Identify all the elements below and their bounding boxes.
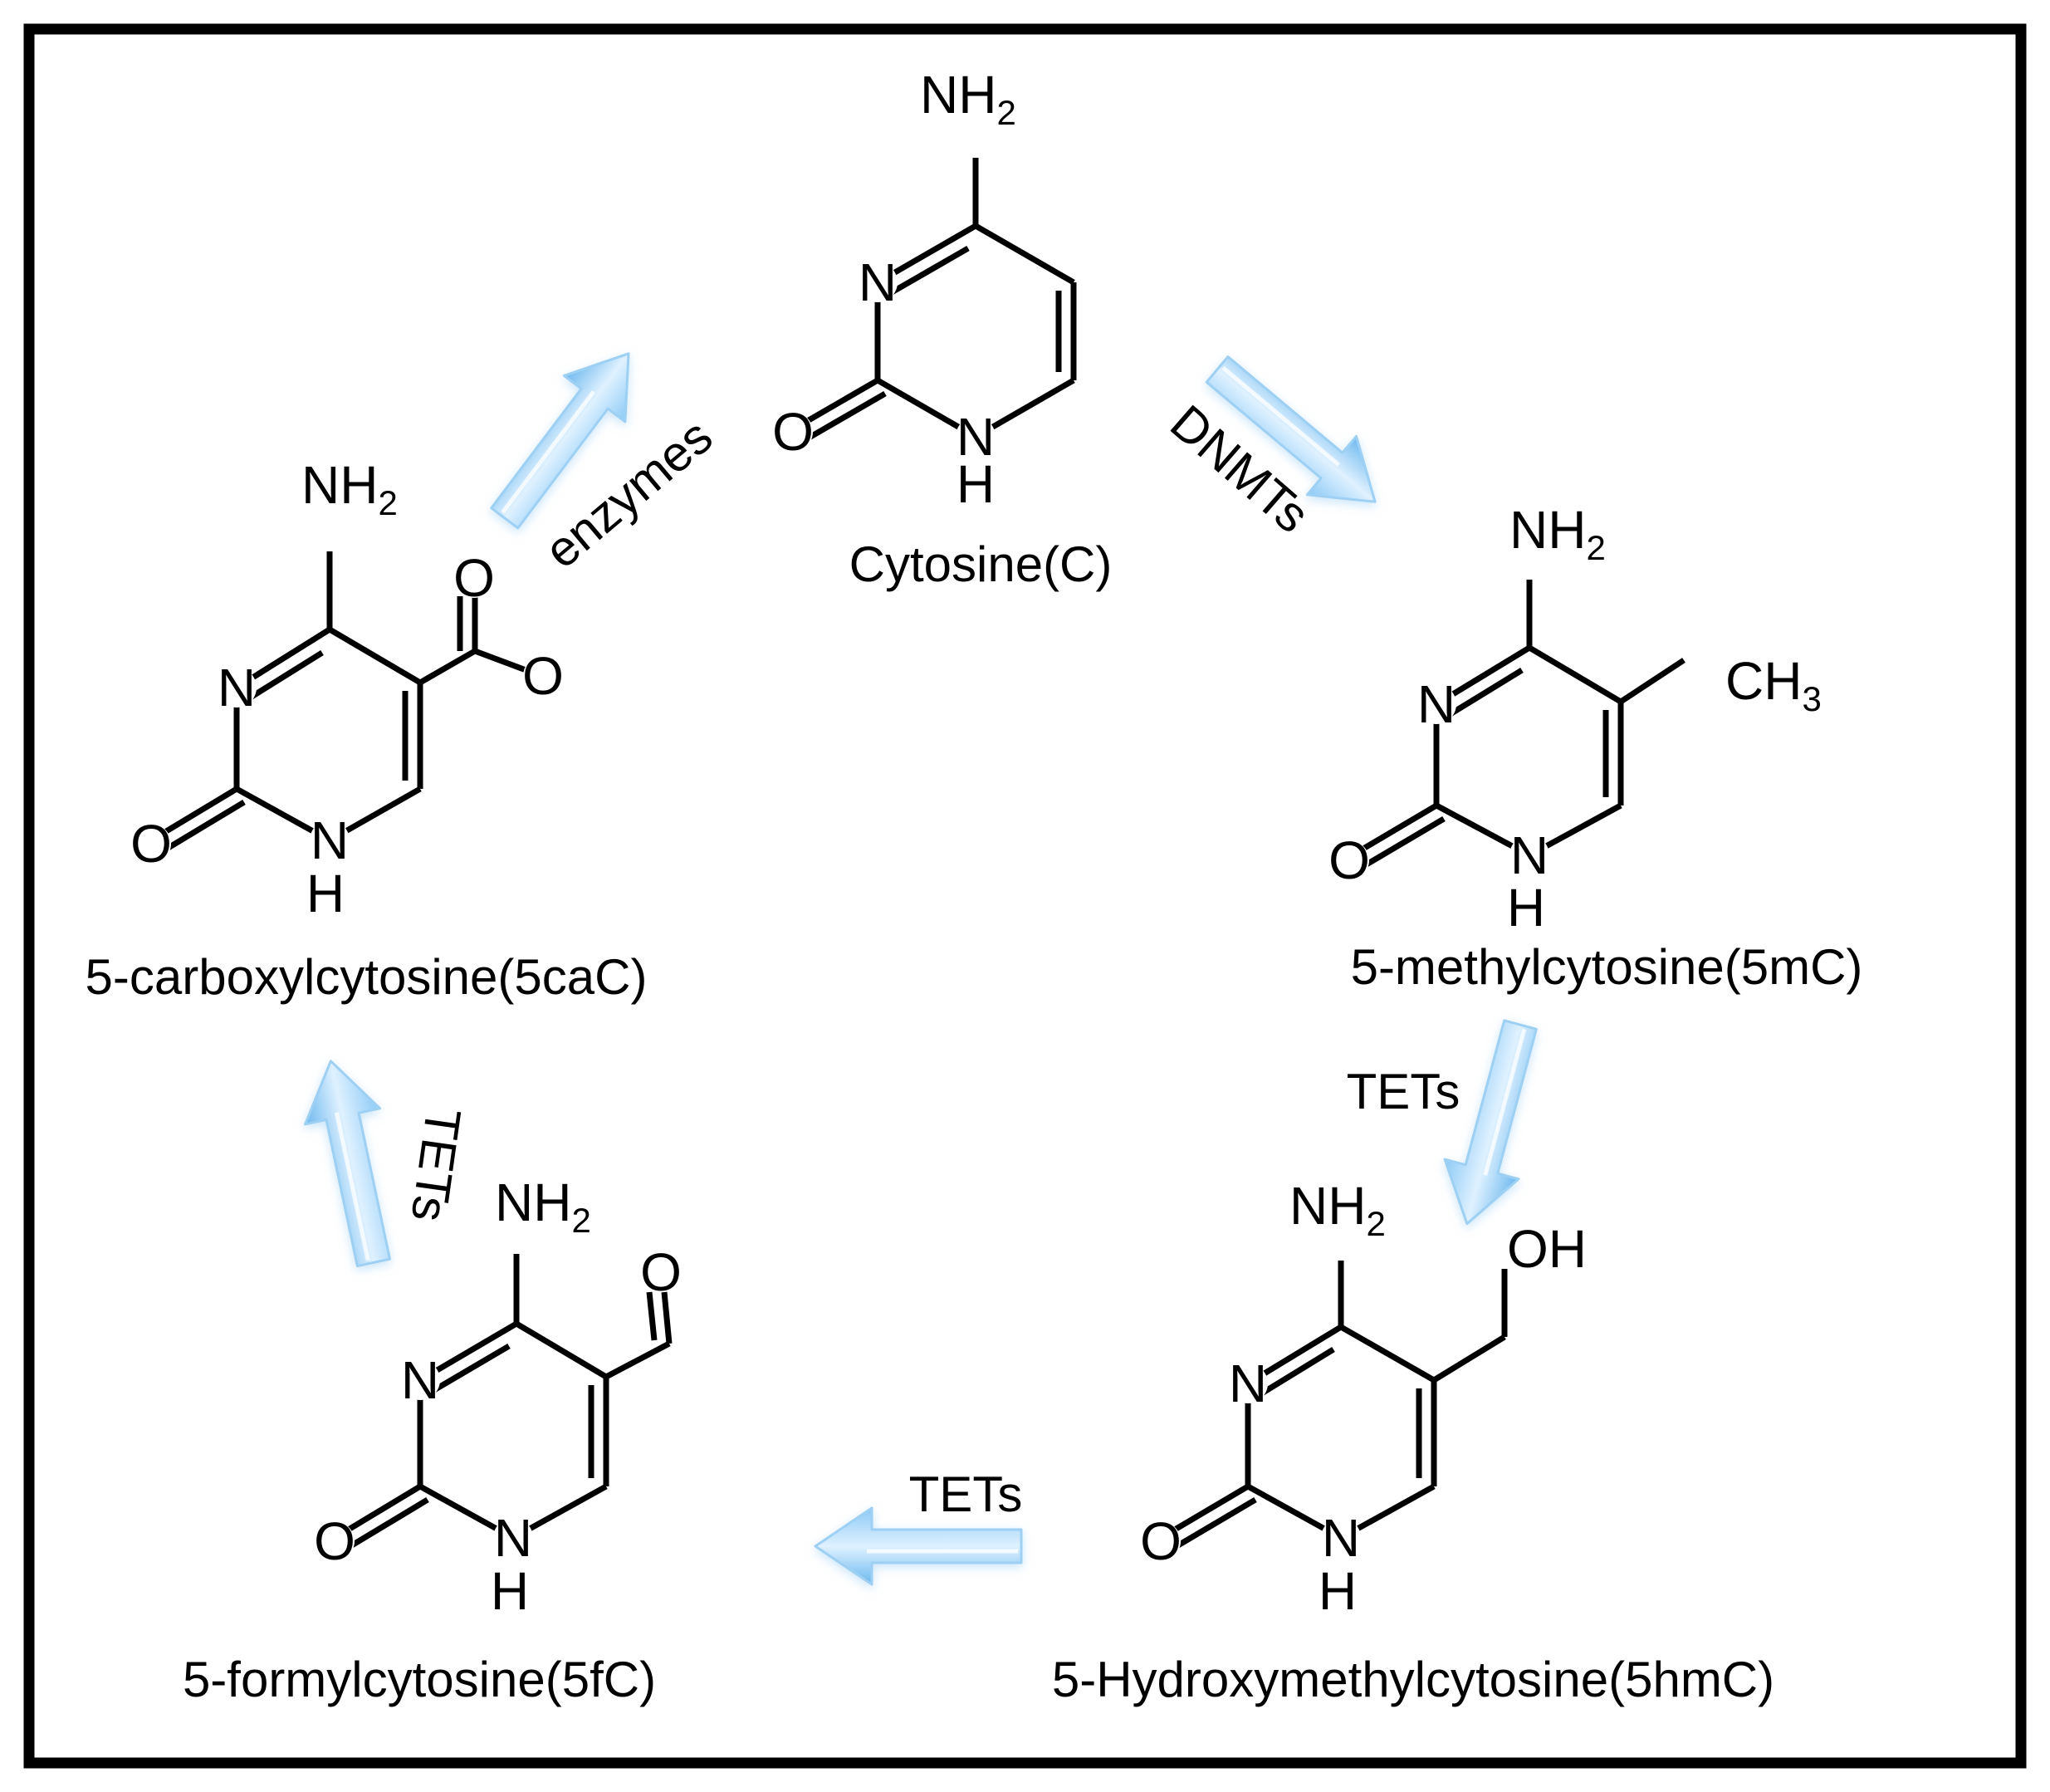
5mc-nh2-label: NH2 [1509, 500, 1606, 567]
5cac-carbonyl-o-label: O [453, 548, 495, 608]
cytosine-nh2-label: NH2 [920, 65, 1016, 132]
5mc-o-label: O [1328, 830, 1370, 890]
5-methylcytosine-name: 5-methylcytosine(5mC) [1351, 939, 1863, 995]
enzyme-label-tets-3: TETs [401, 1105, 472, 1226]
5cac-o-label: O [130, 814, 172, 874]
5fc-o-label: O [314, 1511, 355, 1571]
arrow-5mc-to-5hmc [1430, 1015, 1557, 1233]
5-carboxylcytosine-name: 5-carboxylcytosine(5caC) [86, 949, 648, 1005]
5cac-n3-label: N [218, 658, 256, 717]
5fc-nh2-label: NH2 [495, 1173, 591, 1240]
arrow-5fc-to-5cac [293, 1053, 411, 1271]
5mc-h-label: H [1507, 878, 1545, 938]
cytosine-name: Cytosine(C) [849, 536, 1113, 592]
cytosine-h-label: H [957, 454, 995, 514]
diagram-border [23, 23, 2027, 1769]
molecule-5-hydroxymethylcytosine: NH2 OH N N H O 5-Hydroxymethylcytosine(5… [1052, 1176, 1774, 1707]
molecule-5-methylcytosine: NH2 CH3 N N H O 5-methylcytosine(5mC) [1328, 500, 1862, 995]
cytosine-n1-label: N [957, 407, 995, 467]
5fc-aldehyde-o-label: O [640, 1242, 682, 1302]
molecule-cytosine: NH2 N N H O Cytosine(C) [772, 65, 1112, 592]
5fc-h-label: H [491, 1561, 529, 1621]
5cac-hydroxyl-o-label: O [522, 646, 564, 706]
5fc-n3-label: N [401, 1350, 439, 1410]
5cac-n1-label: N [311, 810, 349, 870]
5mc-n1-label: N [1510, 825, 1549, 885]
5cac-nh2-label: NH2 [301, 455, 398, 522]
5hmc-o-label: O [1140, 1511, 1182, 1571]
5cac-h-label: H [306, 864, 345, 923]
5hmc-n1-label: N [1322, 1508, 1360, 1568]
5fc-n1-label: N [494, 1508, 532, 1568]
5mc-ch3-label: CH3 [1725, 651, 1822, 718]
molecule-5-formylcytosine: NH2 O N N H O 5-formylcytosine(5fC) [183, 1173, 682, 1707]
5hmc-n3-label: N [1229, 1354, 1267, 1413]
5hmc-oh-label: OH [1507, 1219, 1587, 1279]
5hmc-nh2-label: NH2 [1289, 1176, 1386, 1243]
cytosine-o-label: O [772, 402, 814, 462]
enzyme-label-tets-2: TETs [909, 1466, 1023, 1522]
5mc-n3-label: N [1417, 674, 1456, 734]
enzyme-label-tets-1: TETs [1347, 1064, 1460, 1119]
cytosine-n3-label: N [859, 252, 897, 312]
5hmc-h-label: H [1319, 1561, 1357, 1621]
5-hydroxymethylcytosine-name: 5-Hydroxymethylcytosine(5hmC) [1052, 1652, 1774, 1707]
5-formylcytosine-name: 5-formylcytosine(5fC) [183, 1652, 656, 1707]
molecule-5-carboxylcytosine: NH2 O O N N H O 5-carboxylcytosine(5caC) [86, 455, 648, 1005]
